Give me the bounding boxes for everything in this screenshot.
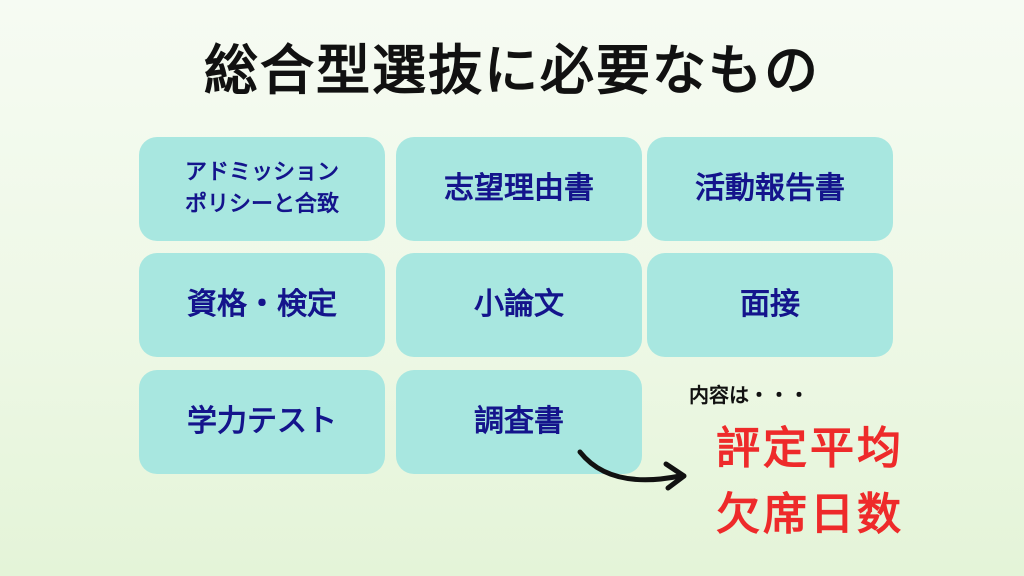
card-activity-report: 活動報告書 [647,137,893,241]
card-school-report: 調査書 [396,370,642,474]
page-title: 総合型選抜に必要なもの [204,39,820,102]
card-label: 志望理由書 [444,171,594,207]
card-label: 活動報告書 [695,171,845,207]
card-label: 資格・検定 [187,287,337,323]
card-label: 面接 [740,287,800,323]
note-label: 内容は・・・ [689,383,809,407]
card-short-essay: 小論文 [396,253,642,357]
card-label: 学力テスト [187,404,337,440]
card-academic-test: 学力テスト [139,370,385,474]
card-label: 小論文 [474,287,564,323]
card-admission-policy: アドミッション ポリシーと合致 [139,137,385,241]
highlight-absence-days: 欠席日数 [716,489,904,540]
card-label-line1: アドミッション [184,160,339,186]
card-interview: 面接 [647,253,893,357]
highlight-grade-average: 評定平均 [716,423,904,474]
card-label: 調査書 [474,404,564,440]
card-qualifications: 資格・検定 [139,253,385,357]
card-label-line2: ポリシーと合致 [184,192,339,217]
card-statement-of-purpose: 志望理由書 [396,137,642,241]
arrow-icon [577,449,687,491]
